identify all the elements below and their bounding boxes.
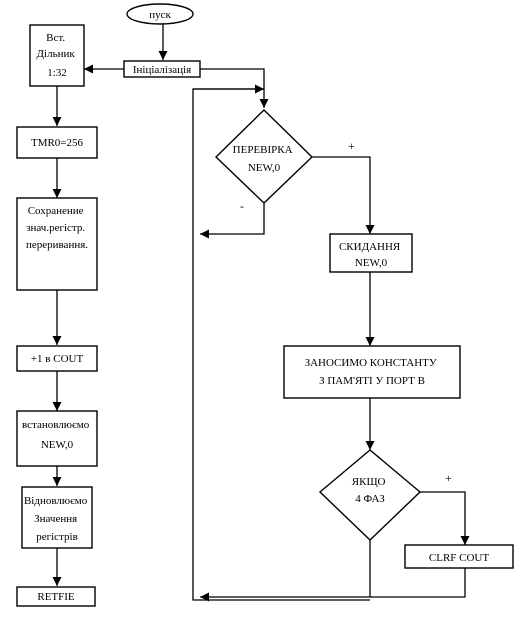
four-phases-decision [318,449,422,541]
check-no-mark: - [240,199,244,213]
edge-check-yes [312,156,375,234]
cout-inc-label: +1 в COUT [31,353,84,365]
clrf-box [404,544,514,569]
cout-inc-box [16,345,98,372]
start-label: пуск [149,9,171,21]
divider-label: Вст. Дільник 1:32 [37,32,78,79]
four-phases-label: ЯКЩО 4 ФАЗ [352,476,388,505]
set-new-label: встановлюємо NEW,0 [22,419,92,451]
start-terminal [126,3,194,25]
divider-box [29,24,85,87]
init-label: Ініціалізація [133,64,191,76]
reset-new-box [329,233,413,273]
phase-yes-mark: + [445,471,452,485]
check-new-decision [214,109,314,204]
reset-new-label: СКИДАННЯ NEW,0 [339,241,403,269]
retfie-box [16,586,96,607]
clrf-label: CLRF COUT [429,552,489,564]
connectors [52,24,470,602]
load-const-box [283,345,461,399]
edge-clrf-back [200,568,466,602]
set-new-box [16,410,98,467]
node-labels: пуск Ініціалізація Вст. Дільник 1:32 TMR… [22,9,489,603]
load-const-label: ЗАНОСИМО КОНСТАНТУ З ПАМ'ЯТІ У ПОРТ В [305,357,440,387]
restore-label: Відновлюємо Значення регістрів [24,495,90,543]
restore-box [21,486,93,549]
tmr-box [16,126,98,159]
check-new-label: ПЕРЕВІРКА NEW,0 [233,144,296,174]
save-box [16,197,98,291]
edge-init-loop [200,68,269,108]
init-box [123,60,201,78]
save-label: Сохранение знач.регістр. переривання. [26,205,88,251]
edge-phase-yes [420,491,470,545]
check-yes-mark: + [348,139,355,153]
tmr-label: TMR0=256 [31,137,84,149]
edge-check-no [200,203,265,239]
retfie-label: RETFIE [37,591,75,603]
